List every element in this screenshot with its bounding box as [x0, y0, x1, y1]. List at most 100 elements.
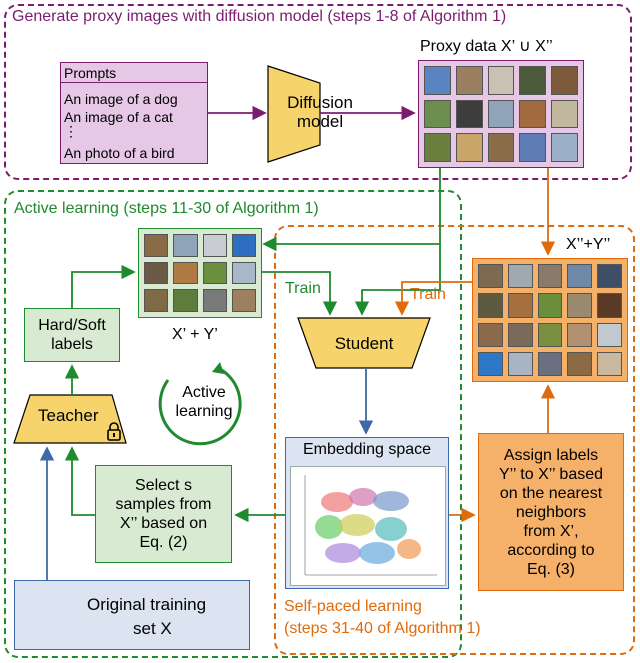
selfpaced-region	[274, 225, 635, 655]
assign-line: from X’,	[523, 522, 579, 540]
image-thumbnail	[202, 289, 227, 312]
image-thumbnail	[567, 264, 593, 289]
xy-double-images	[472, 258, 628, 382]
assign-line: neighbors	[515, 503, 587, 521]
image-thumbnail	[478, 351, 503, 376]
image-thumbnail	[551, 99, 578, 129]
image-thumbnail	[507, 351, 533, 376]
student-shape	[297, 317, 431, 369]
arrow-labels-to-xyprime	[71, 264, 136, 308]
prompt-ellipsis: ⋮	[64, 123, 78, 139]
image-thumbnail	[519, 133, 547, 162]
image-thumbnail	[507, 322, 533, 347]
image-thumbnail	[487, 133, 515, 162]
image-thumbnail	[567, 293, 593, 318]
image-thumbnail	[424, 99, 451, 129]
assign-line: according to	[507, 541, 595, 559]
proxy-data-label: Proxy data X’ ∪ X’’	[420, 38, 553, 55]
diffusion-line2: model	[296, 112, 344, 131]
image-thumbnail	[507, 293, 533, 318]
proxy-data-images	[418, 60, 584, 168]
active-line2: learning	[175, 403, 233, 420]
embedding-space-box: Embedding space	[285, 437, 449, 589]
image-thumbnail	[537, 293, 563, 318]
image-thumbnail	[202, 261, 227, 285]
original-line2: set X	[133, 619, 172, 638]
prompts-box: Prompts An image of a dog An image of a …	[60, 62, 208, 164]
arrow-proxy-to-xyprime	[262, 168, 441, 252]
image-thumbnail	[597, 293, 622, 318]
diffusion-model-shape	[267, 65, 321, 163]
image-thumbnail	[519, 99, 547, 129]
xy-double-label: X’’+Y’’	[566, 236, 611, 253]
lock-icon	[107, 422, 121, 441]
teacher-label: Teacher	[38, 406, 99, 425]
image-thumbnail	[537, 264, 563, 289]
original-training-set-box: Original training set X	[14, 580, 250, 650]
image-thumbnail	[455, 133, 483, 162]
image-thumbnail	[551, 133, 578, 162]
select-line: Select s	[135, 477, 192, 494]
assign-labels-box: Assign labels Y’’ to X’’ based on the ne…	[478, 433, 624, 591]
image-thumbnail	[455, 66, 483, 95]
image-thumbnail	[551, 66, 578, 95]
image-thumbnail	[567, 351, 593, 376]
image-thumbnail	[478, 264, 503, 289]
cycle-arrow-icon	[158, 362, 242, 446]
active-line1: Active	[182, 384, 226, 401]
embedding-plot	[290, 466, 446, 586]
select-line: Eq. (2)	[139, 534, 188, 551]
image-thumbnail	[144, 289, 169, 312]
image-thumbnail	[537, 351, 563, 376]
image-thumbnail	[478, 293, 503, 318]
image-thumbnail	[144, 234, 169, 257]
arrow-xydouble-to-student	[394, 281, 472, 316]
image-thumbnail	[487, 66, 515, 95]
prompts-header: Prompts	[61, 63, 207, 83]
image-thumbnail	[144, 261, 169, 285]
image-thumbnail	[487, 99, 515, 129]
prompt-item: An image of a cat	[64, 109, 173, 125]
diffusion-line1: Diffusion	[287, 93, 353, 112]
image-thumbnail	[424, 133, 451, 162]
hard-soft-line1: Hard/Soft	[38, 317, 106, 334]
select-line: samples from	[115, 496, 212, 513]
original-line1: Original training	[87, 595, 207, 614]
active-learning-label: Active learning	[164, 382, 244, 422]
arrow-proxy-to-student	[354, 244, 441, 316]
image-thumbnail	[478, 322, 503, 347]
hard-soft-line2: labels	[51, 336, 93, 353]
select-line: X’’ based on	[119, 515, 208, 532]
active-region	[4, 190, 462, 658]
image-thumbnail	[567, 322, 593, 347]
assign-line: Eq. (3)	[526, 560, 575, 578]
arrow-xyprime-to-student	[262, 271, 338, 316]
select-samples-box: Select s samples from X’’ based on Eq. (…	[95, 465, 232, 563]
image-thumbnail	[455, 99, 483, 129]
teacher-shape	[13, 394, 127, 444]
embedding-scatter	[304, 475, 437, 576]
active-region-title: Active learning (steps 11-30 of Algorith…	[14, 200, 319, 217]
assign-line: on the nearest	[499, 484, 603, 502]
selfpaced-title-line2: (steps 31-40 of Algorithm 1)	[284, 620, 481, 637]
arrow-select-to-teacher	[64, 446, 95, 516]
image-thumbnail	[424, 66, 451, 95]
diffusion-region-title: Generate proxy images with diffusion mod…	[12, 8, 507, 25]
prompt-item: An photo of a bird	[64, 145, 175, 161]
assign-line: Assign labels	[503, 446, 599, 464]
selfpaced-title-line1: Self-paced learning	[284, 598, 422, 615]
xy-prime-label: X’ + Y’	[172, 326, 218, 343]
image-thumbnail	[173, 289, 198, 312]
hard-soft-labels-box: Hard/Soft labels	[24, 308, 120, 362]
image-thumbnail	[507, 264, 533, 289]
assign-line: Y’’ to X’’ based	[498, 465, 604, 483]
image-thumbnail	[597, 351, 622, 376]
image-thumbnail	[173, 261, 198, 285]
image-thumbnail	[231, 261, 256, 285]
image-thumbnail	[231, 234, 256, 257]
image-thumbnail	[537, 322, 563, 347]
image-thumbnail	[202, 234, 227, 257]
image-thumbnail	[173, 234, 198, 257]
